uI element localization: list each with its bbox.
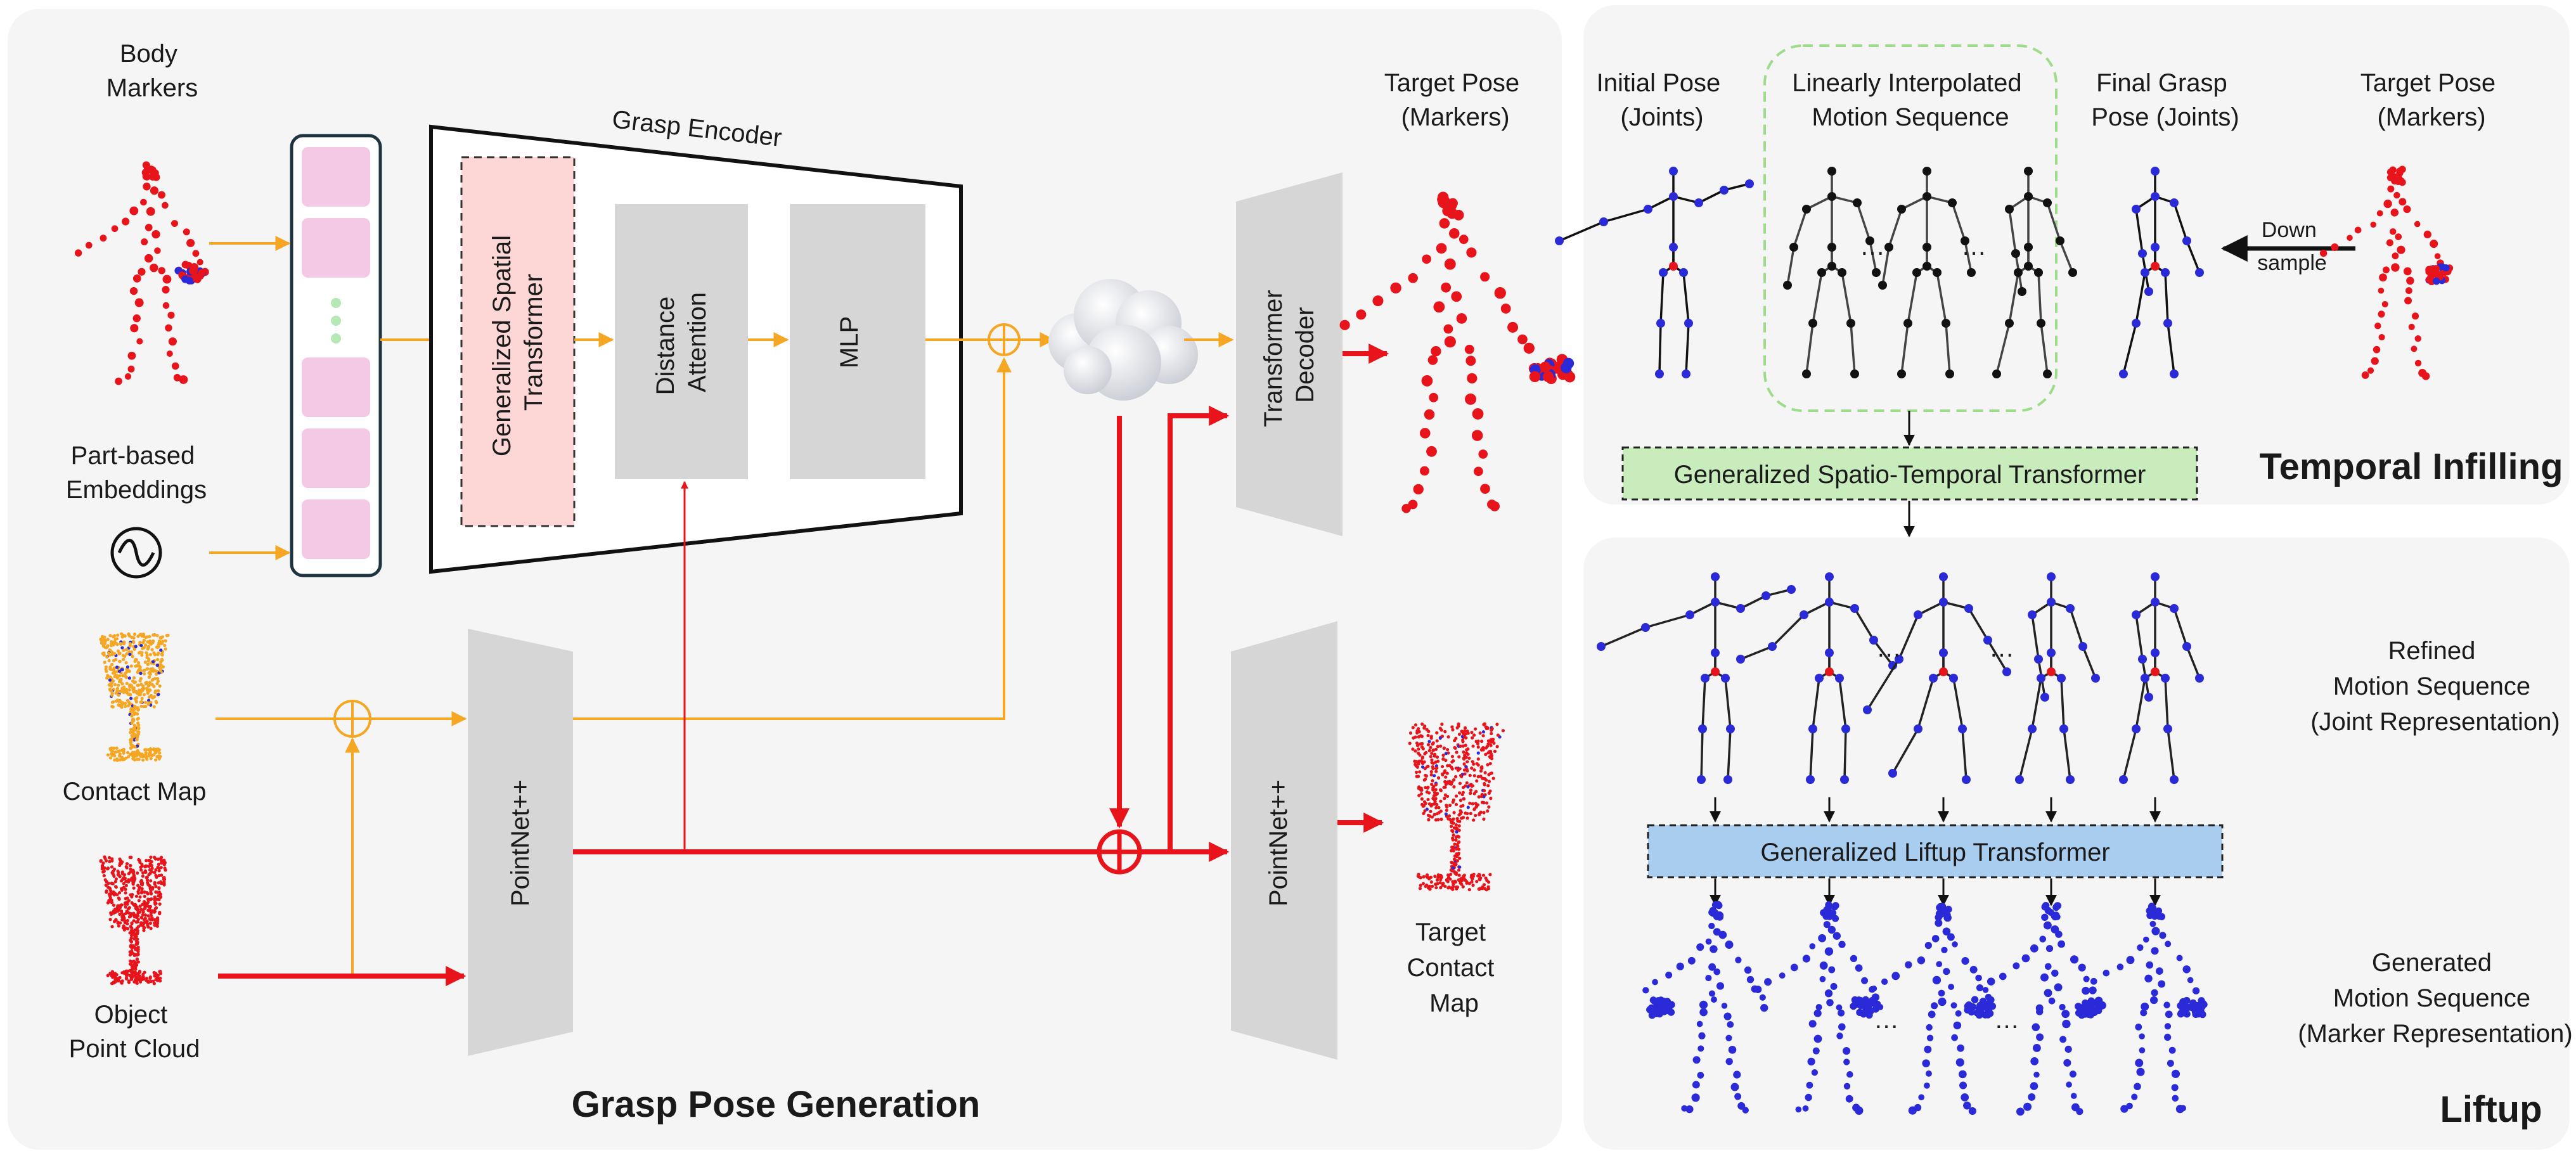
- contact-map-goblet-icon: [99, 632, 170, 762]
- transformer-decoder-label: Transformer Decoder: [1259, 283, 1319, 427]
- target-contact-map-label: Target Contact Map: [1407, 918, 1502, 1017]
- refined-skeletons: [1597, 572, 2204, 784]
- contact-map-label: Contact Map: [63, 778, 207, 806]
- refined-sequence-label: Refined Motion Sequence (Joint Represent…: [2310, 637, 2560, 736]
- body-markers-label: Body Markers: [106, 40, 198, 102]
- spatial-transformer-label: Generalized Spatial Transformer: [488, 228, 548, 456]
- generated-marker-sequences: [1642, 901, 2208, 1116]
- sine-wave-icon: [110, 527, 162, 579]
- liftup-transformer-box: [1647, 824, 2224, 878]
- interpolated-sequence-label: Linearly Interpolated Motion Sequence: [1792, 69, 2029, 131]
- temporal-ellipsis-1: …: [1860, 233, 1885, 260]
- initial-pose-label: Initial Pose (Joints): [1597, 69, 1728, 131]
- final-grasp-label: Final Grasp Pose (Joints): [2091, 69, 2239, 131]
- pointnet-to-feature-sum: [570, 357, 1012, 720]
- generated-sequence-label: Generated Motion Sequence (Marker Repres…: [2298, 949, 2573, 1048]
- generated-ellipsis-2: …: [1994, 1006, 2019, 1034]
- distance-attention-box: [615, 204, 748, 479]
- target-contact-goblet-icon: [1408, 722, 1505, 892]
- liftup-to-generated-arrows: [1710, 878, 2161, 906]
- object-point-cloud-label: Object Point Cloud: [69, 1001, 200, 1063]
- grasp-panel-title: Grasp Pose Generation: [572, 1084, 981, 1125]
- object-goblet-icon: [99, 855, 167, 986]
- pointnet-right: [1231, 621, 1337, 1060]
- transformer-decoder: [1236, 172, 1343, 536]
- body-markers-points: [74, 161, 209, 385]
- part-embeddings-label: Part-based Embeddings: [66, 442, 207, 504]
- generated-ellipsis-1: …: [1874, 1006, 1899, 1034]
- latent-cloud-icon: [1048, 279, 1198, 401]
- grasp-panel: [8, 9, 1562, 1150]
- pointnet-right-label: PointNet++: [1265, 780, 1292, 906]
- mlp-box: [790, 204, 925, 479]
- temporal-panel-title: Temporal Infilling: [2259, 446, 2563, 487]
- pointnet-left: [468, 629, 573, 1056]
- target-pose-label: Target Pose (Markers): [1384, 69, 1527, 131]
- temporal-ellipsis-2: …: [1961, 233, 1987, 260]
- refined-to-liftup-arrows: [1710, 797, 2161, 823]
- distance-attention-label: Distance Attention: [652, 290, 711, 395]
- mlp-label: MLP: [835, 316, 863, 368]
- refined-ellipsis-1: …: [1876, 634, 1902, 662]
- embedding-ellipsis: [331, 298, 341, 344]
- temporal-target-markers: [2319, 165, 2454, 380]
- red-sum-to-decoder: [1168, 406, 1230, 852]
- downsample-label: Down sample: [2257, 218, 2327, 275]
- refined-ellipsis-2: …: [1989, 634, 2014, 662]
- spatio-temporal-transformer-label: Generalized Spatio-Temporal Transformer: [1674, 461, 2146, 489]
- spatial-transformer-box: [460, 156, 576, 527]
- liftup-panel-title: Liftup: [2440, 1089, 2542, 1130]
- spatio-temporal-transformer-box: [1621, 446, 2198, 501]
- pointnet-left-label: PointNet++: [506, 780, 534, 906]
- temporal-skeletons: [1555, 167, 2204, 378]
- target-pose-points: [1339, 191, 1576, 513]
- temporal-panel: [1583, 5, 2570, 505]
- temporal-target-pose-label: Target Pose (Markers): [2360, 69, 2503, 131]
- liftup-transformer-label: Generalized Liftup Transformer: [1760, 839, 2109, 866]
- embedding-cells: [302, 147, 370, 559]
